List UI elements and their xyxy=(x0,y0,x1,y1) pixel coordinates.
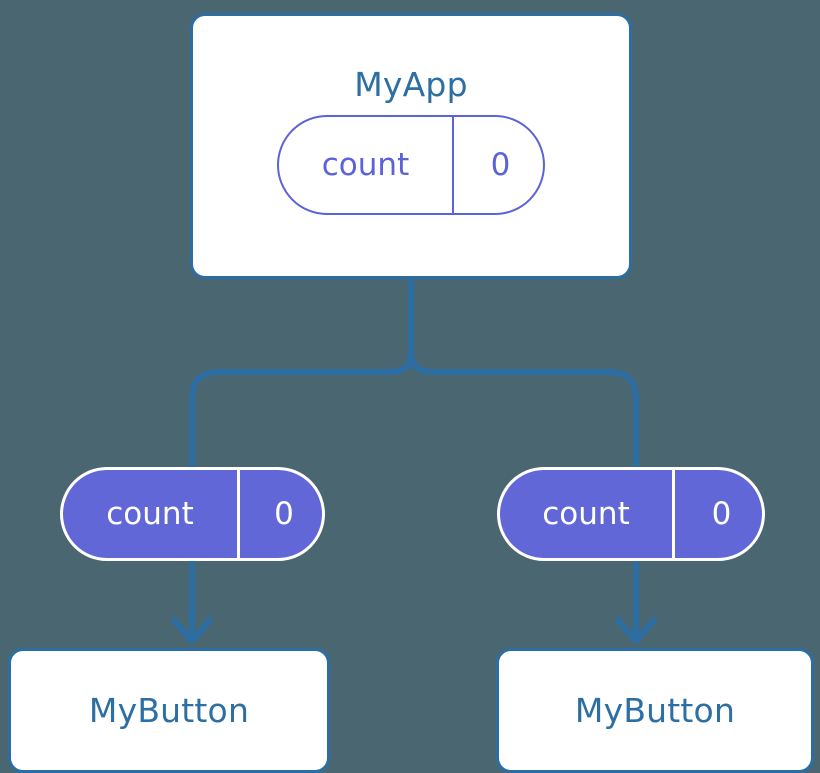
state-pill-left-branch[interactable]: count 0 xyxy=(60,467,325,561)
state-pill-value: 0 xyxy=(452,117,543,213)
component-node-mybutton-right[interactable]: MyButton xyxy=(496,648,814,773)
connector-split-left xyxy=(189,349,414,468)
component-node-myapp[interactable]: MyApp count 0 xyxy=(190,13,632,279)
state-pill-key: count xyxy=(321,146,410,183)
connector-split-right xyxy=(408,349,639,468)
component-node-mybutton-left[interactable]: MyButton xyxy=(8,648,330,773)
component-title-mybutton: MyButton xyxy=(574,691,736,730)
state-pill-key: count xyxy=(542,495,630,532)
arrow-head-left-icon xyxy=(171,617,213,644)
state-pill-key: count xyxy=(106,495,194,532)
state-pill-right-branch[interactable]: count 0 xyxy=(497,467,765,561)
state-pill-value: 0 xyxy=(672,470,762,558)
component-title-myapp: MyApp xyxy=(354,65,468,104)
state-pill-myapp[interactable]: count 0 xyxy=(277,115,545,215)
arrow-head-right-icon xyxy=(615,617,657,644)
component-title-mybutton: MyButton xyxy=(88,691,250,730)
state-pill-value: 0 xyxy=(237,470,322,558)
